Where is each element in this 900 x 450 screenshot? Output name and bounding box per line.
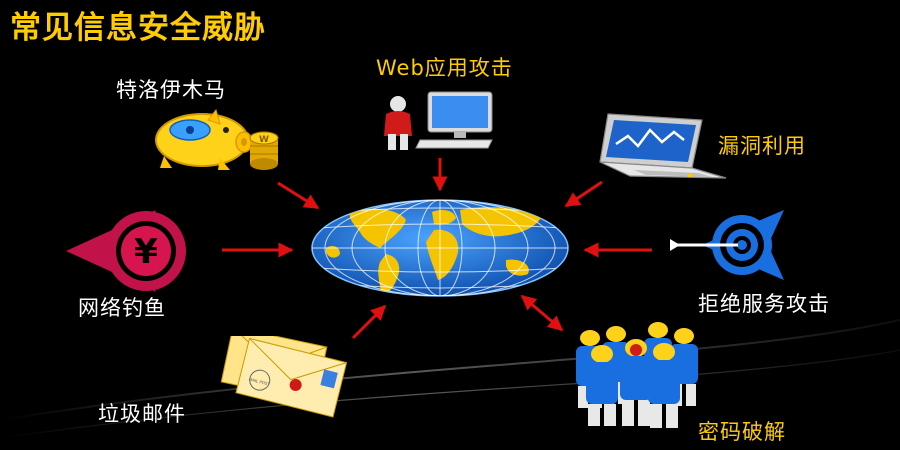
label-password: 密码破解 xyxy=(698,420,786,444)
computer-user-icon xyxy=(384,91,493,150)
laptop-icon xyxy=(599,113,727,179)
globe-icon xyxy=(311,199,569,297)
people-group-icon xyxy=(576,322,698,428)
label-exploit: 漏洞利用 xyxy=(718,134,806,158)
coin-text: W xyxy=(259,135,269,145)
target-arrow-icon xyxy=(670,210,784,280)
stamp-text: MAIL POST xyxy=(248,377,271,387)
yen-symbol: ¥ xyxy=(134,232,158,272)
arrow-spam xyxy=(351,304,387,340)
label-phishing: 网络钓鱼 xyxy=(78,296,166,320)
arrow-exploit xyxy=(564,180,603,208)
label-dos: 拒绝服务攻击 xyxy=(698,292,830,316)
slide-title: 常见信息安全威胁 xyxy=(10,10,266,46)
piggy-bank-icon: W xyxy=(155,108,279,170)
label-trojan: 特洛伊木马 xyxy=(116,78,226,102)
envelopes-icon: MAIL POST xyxy=(220,336,348,418)
arrow-password xyxy=(520,294,564,332)
label-spam: 垃圾邮件 xyxy=(98,402,186,426)
arrow-trojan xyxy=(277,181,320,210)
yen-coin-icon: ¥ xyxy=(66,210,186,292)
label-web: Web应用攻击 xyxy=(376,56,513,80)
